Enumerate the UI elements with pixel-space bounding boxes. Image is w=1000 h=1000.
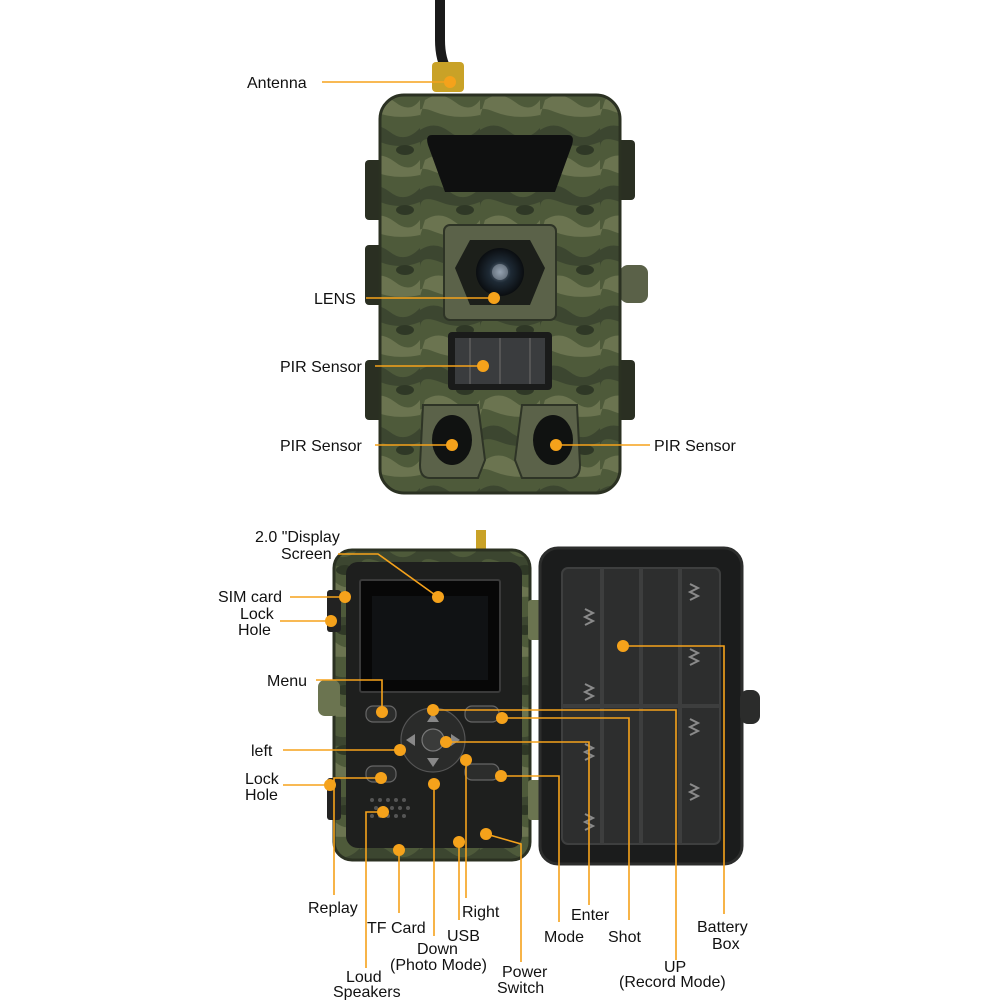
label-usb: USB: [447, 928, 480, 945]
label-shot: Shot: [608, 929, 641, 946]
right-arrow-icon: [451, 734, 460, 746]
lock-tab: [620, 265, 648, 303]
left-arrow-icon: [406, 734, 415, 746]
label-right: Right: [462, 904, 500, 921]
bottom-labels: 2.0 "Display Screen SIM card Lock Hole M…: [218, 529, 748, 1000]
lens: [476, 248, 524, 296]
lock-tab: [318, 680, 340, 716]
camera-front-view: [365, 0, 648, 495]
pir-sensor-right: [513, 404, 582, 479]
mode-button[interactable]: [464, 763, 500, 781]
label-pir-center: PIR Sensor: [280, 359, 362, 376]
label-lock-bottom-line2: Hole: [245, 787, 278, 804]
down-arrow-icon: [427, 758, 439, 767]
label-menu: Menu: [267, 673, 307, 690]
label-power-line2: Switch: [497, 980, 544, 997]
label-lock-top-line1: Lock: [240, 606, 275, 623]
label-left: left: [251, 743, 273, 760]
label-up-line1: UP: [664, 959, 686, 976]
label-lock-top-line2: Hole: [238, 622, 271, 639]
label-power-line1: Power: [502, 964, 548, 981]
battery-springs: [582, 583, 701, 831]
label-down-line2: (Photo Mode): [390, 957, 487, 974]
label-display-line1: 2.0 "Display: [255, 529, 340, 546]
shot-button[interactable]: [464, 705, 500, 723]
label-pir-right: PIR Sensor: [654, 438, 736, 455]
label-down-line1: Down: [417, 941, 458, 958]
up-arrow-icon: [427, 713, 439, 722]
label-lock-bottom-line1: Lock: [245, 771, 280, 788]
label-pir-left: PIR Sensor: [280, 438, 362, 455]
label-lens: LENS: [314, 291, 356, 308]
ir-led-panel: [427, 135, 573, 192]
label-battery-line2: Box: [712, 936, 740, 953]
label-antenna: Antenna: [247, 75, 307, 92]
antenna-stub: [476, 530, 486, 552]
label-mode: Mode: [544, 929, 584, 946]
label-tf-card: TF Card: [367, 920, 426, 937]
bottom-leaders: [280, 553, 725, 968]
label-display-line2: Screen: [281, 546, 332, 563]
top-callouts: Antenna LENS PIR Sensor PIR Sensor PIR S…: [247, 75, 736, 455]
antenna: [435, 0, 453, 75]
label-enter: Enter: [571, 907, 610, 924]
label-sim-card: SIM card: [218, 589, 282, 606]
label-battery-line1: Battery: [697, 919, 748, 936]
label-loud-line2: Speakers: [333, 984, 401, 1000]
label-up-line2: (Record Mode): [619, 974, 726, 991]
label-replay: Replay: [308, 900, 358, 917]
label-loud-line1: Loud: [346, 969, 382, 986]
